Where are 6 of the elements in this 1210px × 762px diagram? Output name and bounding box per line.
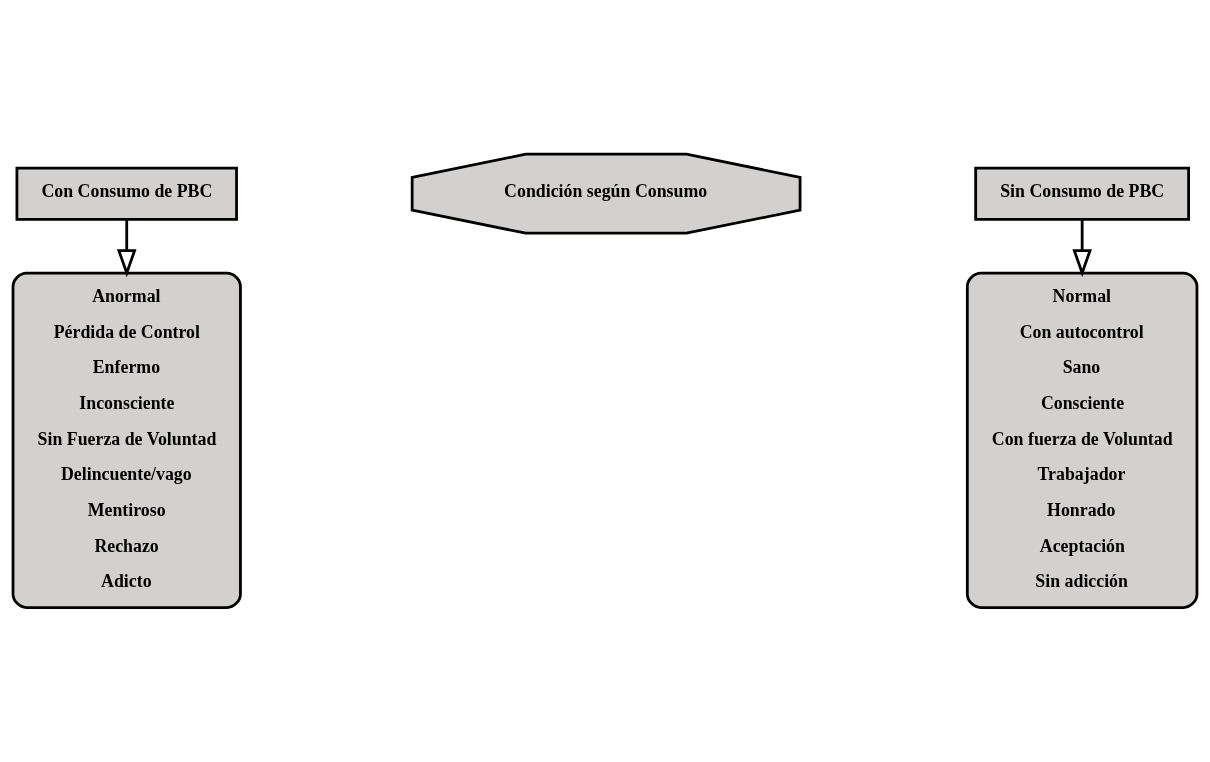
arrow: [1072, 219, 1092, 278]
node-box: Normal Con autocontrol Sano Consciente Con fuerza de Voluntad Trabajador Honrado Aceptación Sin adicción: [965, 271, 1199, 609]
arrow: [116, 219, 137, 278]
node-box: Con Consumo de PBC: [15, 166, 238, 221]
node-box: Sin Consumo de PBC: [974, 166, 1190, 221]
node-box: Anormal Pérdida de Control Enfermo Inconsciente Sin Fuerza de Voluntad Delincuente/vago Mentiroso Rechazo Adicto: [11, 271, 242, 609]
